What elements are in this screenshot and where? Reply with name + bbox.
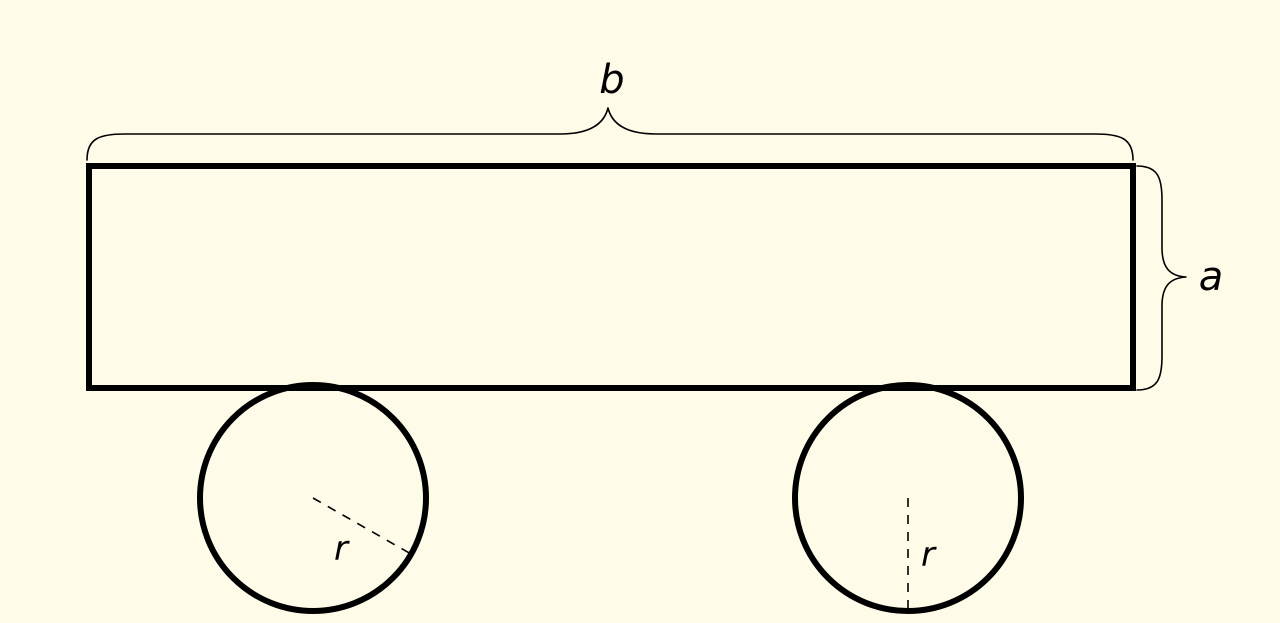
left-wheel-circle xyxy=(197,382,429,614)
height-label: a xyxy=(1199,254,1224,300)
right-radius-label: r xyxy=(921,535,937,575)
height-brace xyxy=(1136,165,1187,391)
width-brace xyxy=(86,107,1134,161)
left-radius-label: r xyxy=(334,529,350,569)
cart-body-rectangle xyxy=(86,163,1136,391)
width-label: b xyxy=(599,57,624,103)
left-wheel-radius-line xyxy=(312,497,412,555)
right-wheel-circle xyxy=(792,382,1024,614)
